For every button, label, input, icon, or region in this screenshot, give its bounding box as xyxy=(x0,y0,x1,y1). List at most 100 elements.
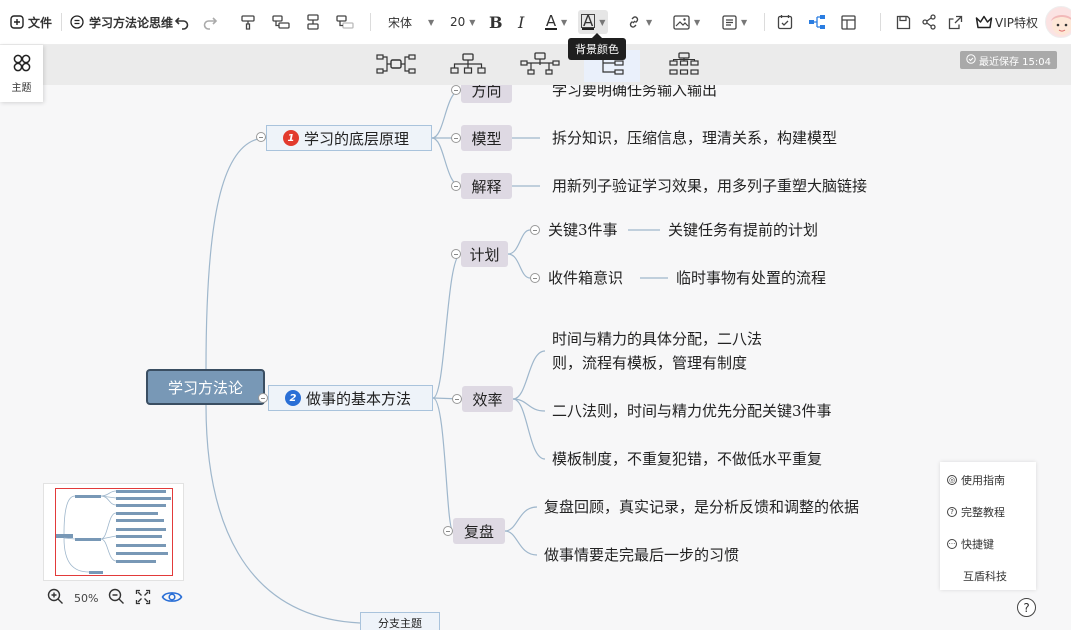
subtopic-efficiency[interactable]: 效率 xyxy=(462,386,513,412)
redo-button[interactable] xyxy=(202,10,218,34)
subtopic-review[interactable]: 复盘 xyxy=(453,518,505,544)
font-size-select[interactable]: 20 ▼ xyxy=(450,10,475,34)
bold-icon: B xyxy=(489,12,503,32)
table-button[interactable] xyxy=(841,10,856,34)
check-circle-icon xyxy=(966,53,976,67)
zoom-level: 50% xyxy=(74,591,99,605)
format-painter-icon xyxy=(240,14,256,30)
connector-lines xyxy=(205,89,668,624)
leaf-topic[interactable]: 临时事物有处置的流程 xyxy=(676,269,827,287)
collapse-toggle[interactable] xyxy=(451,85,461,95)
minimap-node xyxy=(116,535,162,538)
preview-button[interactable] xyxy=(161,589,183,608)
background-color-button[interactable]: A ▼ xyxy=(578,10,609,34)
subtopic-plan[interactable]: 计划 xyxy=(461,241,508,267)
leaf-topic[interactable]: 二八法则，时间与精力优先分配关键3件事 xyxy=(552,402,832,420)
collapse-toggle[interactable] xyxy=(452,394,462,404)
branch-topic-label: 做事的基本方法 xyxy=(306,389,412,408)
leaf-topic[interactable]: 拆分知识，压缩信息，理清关系，构建模型 xyxy=(552,129,838,147)
minimap-viewport[interactable] xyxy=(55,488,173,576)
minimap-lines xyxy=(63,490,117,573)
fit-screen-button[interactable] xyxy=(135,589,151,608)
image-button[interactable]: ▼ xyxy=(673,10,700,34)
shortcuts-label: 快捷键 xyxy=(961,538,994,551)
leaf-topic[interactable]: 收件箱意识 xyxy=(548,269,624,287)
zoom-in-button[interactable] xyxy=(47,588,64,608)
insert-parent-icon xyxy=(336,14,354,30)
vip-button[interactable]: VIP特权 xyxy=(975,10,1038,34)
leaf-topic[interactable]: 做事情要走完最后一步的习惯 xyxy=(544,546,740,564)
tutorial-label: 完整教程 xyxy=(961,506,1005,519)
leaf-line: 则，流程有模板，管理有制度 xyxy=(552,354,748,372)
undo-button[interactable] xyxy=(174,10,190,34)
collapse-toggle[interactable] xyxy=(530,225,540,235)
root-topic[interactable]: 学习方法论 xyxy=(146,369,265,405)
document-title-button[interactable]: 学习方法论思维 xyxy=(70,10,173,34)
minimap-node xyxy=(116,528,166,531)
link-button[interactable]: ▼ xyxy=(626,10,652,34)
subtopic-explain[interactable]: 解释 xyxy=(461,173,512,199)
help-panel: ◎ 使用指南 ? 完整教程 ··· 快捷键 互盾科技 xyxy=(940,462,1036,590)
collapse-toggle[interactable] xyxy=(451,181,461,191)
share-button[interactable] xyxy=(921,10,937,34)
save-button[interactable] xyxy=(896,10,911,34)
insert-subtopic-button[interactable] xyxy=(272,10,290,34)
collapse-toggle[interactable] xyxy=(258,393,268,403)
insert-parent-button[interactable] xyxy=(336,10,354,34)
collapse-toggle[interactable] xyxy=(530,273,540,283)
note-button[interactable]: ▼ xyxy=(722,10,747,34)
font-family-value: 宋体 xyxy=(388,15,413,30)
collapse-toggle[interactable] xyxy=(451,249,461,259)
user-guide-link[interactable]: ◎ 使用指南 xyxy=(947,472,1005,488)
layout-hierarchy-button[interactable] xyxy=(656,50,712,82)
leaf-topic[interactable]: 学习要明确任务输入输出 xyxy=(552,85,718,99)
avatar[interactable] xyxy=(1045,6,1071,38)
task-button[interactable] xyxy=(777,10,793,34)
insert-sibling-button[interactable] xyxy=(304,10,322,34)
leaf-topic[interactable]: 复盘回顾，真实记录，是分析反馈和调整的依据 xyxy=(544,498,860,516)
leaf-topic[interactable]: 关键任务有提前的计划 xyxy=(668,221,819,239)
mindmap-canvas[interactable]: 学习方法论 1 学习的底层原理 方向 学习要明确任务输入输出 模型 拆分知识，压… xyxy=(0,85,1071,630)
chevron-down-icon: ▼ xyxy=(741,17,748,27)
subtopic-direction[interactable]: 方向 xyxy=(461,85,512,103)
export-button[interactable] xyxy=(948,10,963,34)
subtopic-model[interactable]: 模型 xyxy=(461,125,512,151)
font-family-select[interactable]: 宋体 ▼ xyxy=(388,10,434,34)
branch-topic-new[interactable]: 分支主题 xyxy=(360,612,440,630)
minimap-node xyxy=(116,560,156,563)
italic-button[interactable]: I xyxy=(518,10,524,34)
save-status-badge: 最近保存 15:04 xyxy=(960,51,1057,69)
priority-badge: 2 xyxy=(285,390,301,406)
minimap-node xyxy=(75,538,101,541)
branch-topic-label: 学习的底层原理 xyxy=(304,129,410,148)
bold-button[interactable]: B xyxy=(489,10,503,34)
help-button[interactable]: ? xyxy=(1017,598,1036,617)
zoom-out-button[interactable] xyxy=(108,588,125,608)
collapse-toggle[interactable] xyxy=(443,526,453,536)
layout-tree-button[interactable] xyxy=(512,50,568,82)
leaf-topic[interactable]: 用新列子验证学习效果，用多列子重塑大脑链接 xyxy=(552,177,868,195)
layout-logic-both-icon xyxy=(376,53,416,79)
format-painter-button[interactable] xyxy=(240,10,256,34)
theme-icon xyxy=(12,53,32,76)
layout-org-chart-button[interactable] xyxy=(440,50,496,82)
theme-label: 主题 xyxy=(11,83,32,94)
tutorial-link[interactable]: ? 完整教程 xyxy=(947,504,1005,520)
leaf-topic[interactable]: 模板制度，不重复犯错，不做低水平重复 xyxy=(552,450,823,468)
leaf-topic[interactable]: 关键3件事 xyxy=(548,221,618,239)
layout-logic-both-button[interactable] xyxy=(368,50,424,82)
theme-panel-button[interactable]: 主题 xyxy=(0,45,43,102)
minimap-node xyxy=(116,504,166,507)
branch-topic-methods[interactable]: 2 做事的基本方法 xyxy=(268,385,433,411)
collapse-toggle[interactable] xyxy=(256,132,266,142)
font-color-button[interactable]: A ▼ xyxy=(545,10,567,34)
shortcuts-link[interactable]: ··· 快捷键 xyxy=(947,536,994,552)
undo-icon xyxy=(174,14,190,30)
branch-topic-principles[interactable]: 1 学习的底层原理 xyxy=(266,125,432,151)
leaf-topic[interactable]: 时间与精力的具体分配，二八法 则，流程有模板，管理有制度 xyxy=(552,327,762,375)
zoom-out-icon xyxy=(109,588,125,604)
file-menu-button[interactable]: 文件 xyxy=(10,10,52,34)
minimap[interactable] xyxy=(43,483,184,581)
collapse-toggle[interactable] xyxy=(451,133,461,143)
structure-button[interactable] xyxy=(808,10,826,34)
